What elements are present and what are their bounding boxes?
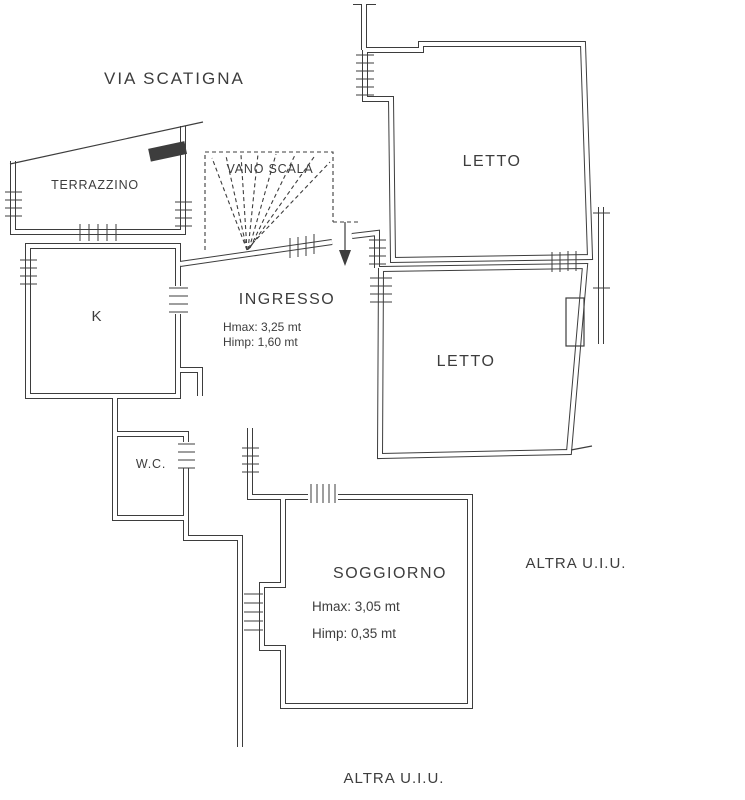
window-hatch-letto-nord-left — [356, 54, 374, 96]
window-hatch-terrace-right — [175, 201, 192, 227]
labels-layer: VIA SCATIGNA TERRAZZINO VANO SCALA LETTO… — [51, 69, 627, 787]
terrace-wall-fill — [148, 141, 188, 162]
terrace-parapet-line — [9, 121, 204, 165]
wall-letto-nord — [362, 41, 594, 264]
window-hatch-ingresso-top — [289, 234, 315, 258]
wall-wc — [112, 431, 189, 521]
door-hatch-soggiorno-top — [310, 484, 336, 503]
room-label-letto-sud: LETTO — [437, 353, 496, 370]
room-label-vano-scala: VANO SCALA — [227, 162, 314, 176]
room-label-soggiorno: SOGGIORNO — [333, 565, 447, 582]
neighbor-pillar — [565, 297, 585, 347]
door-hatch-soggiorno-left — [244, 593, 263, 631]
stair-outline-dashed — [204, 151, 334, 250]
window-hatch-cucina-left — [20, 259, 37, 285]
ingresso-himp: Himp: 1,60 mt — [223, 335, 298, 349]
window-hatch-ingresso-right-stub — [369, 239, 386, 265]
street-label: VIA SCATIGNA — [104, 69, 245, 88]
ingresso-hmax: Hmax: 3,25 mt — [223, 320, 302, 334]
room-label-terrazzino: TERRAZZINO — [51, 178, 139, 192]
window-hatch-letto-divider — [551, 251, 577, 272]
window-hatch-terrace-bottom — [79, 224, 117, 241]
room-label-ingresso: INGRESSO — [239, 291, 335, 308]
detail-layer — [5, 54, 610, 631]
soggiorno-himp: Himp: 0,35 mt — [312, 626, 396, 641]
wall-cucina-pillar — [178, 367, 203, 396]
soggiorno-hmax: Hmax: 3,05 mt — [312, 599, 400, 614]
stair-direction-arrow-head — [339, 250, 351, 266]
window-hatch-terrace-left — [5, 191, 22, 217]
door-hatch-cucina — [169, 287, 188, 313]
wall-ingresso-top-right-stub — [351, 229, 380, 268]
room-label-cucina: K — [91, 308, 102, 325]
stairs-layer — [204, 151, 360, 266]
walls-layer — [10, 0, 604, 747]
wall-cucina — [25, 243, 181, 399]
wall-corridor-left-long — [183, 518, 243, 747]
room-label-letto-nord: LETTO — [463, 153, 522, 170]
ticks-neighbor-wall — [593, 212, 610, 289]
letto-sud-corner-tick — [570, 445, 593, 451]
adjacent-unit-label-bottom: ALTRA U.I.U. — [344, 770, 445, 787]
adjacent-unit-label-right: ALTRA U.I.U. — [526, 555, 627, 572]
room-label-wc: W.C. — [136, 457, 166, 471]
wall-corridor-right — [247, 428, 283, 500]
window-hatch-corridor — [242, 447, 259, 473]
door-hatch-wc — [178, 443, 195, 469]
stair-treads-dashed — [211, 153, 331, 251]
door-hatch-letto-sud-left — [370, 277, 392, 303]
